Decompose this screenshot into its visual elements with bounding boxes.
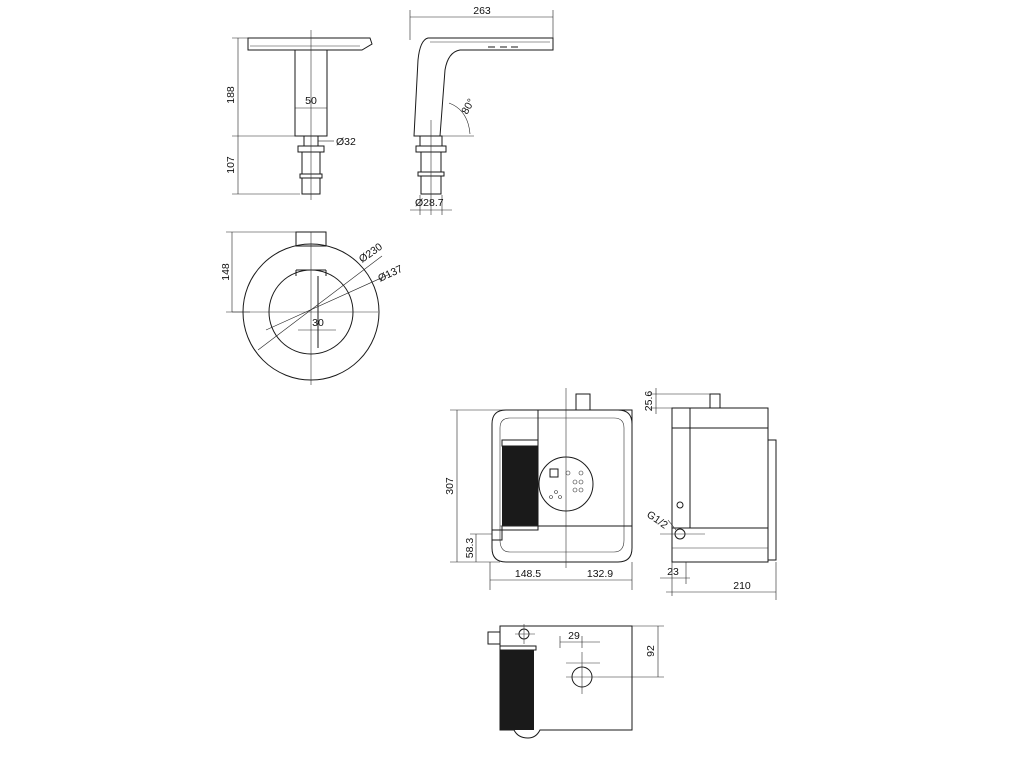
dim-angle: 80° — [459, 97, 477, 117]
dim-unit-right-width: 132.9 — [587, 568, 613, 580]
dim-plate-diameter-inner: Ø137 — [376, 263, 404, 285]
dim-thread: G1/2 — [644, 509, 670, 532]
unit-bottom-view: 29 92 — [487, 624, 664, 739]
dim-bottom-depth: 92 — [645, 645, 657, 657]
dim-unit-outlet-height: 58.3 — [464, 538, 476, 559]
dim-body-height: 188 — [225, 86, 237, 104]
dim-unit-height: 307 — [444, 477, 456, 495]
spout-front-view: 188 107 50 Ø32 — [225, 30, 373, 200]
dim-plate-offset: 30 — [312, 317, 324, 329]
dim-top-stub: 25.6 — [643, 391, 655, 412]
dim-spout-length: 263 — [473, 5, 491, 17]
dim-spout-width: 50 — [305, 95, 317, 107]
dim-plate-height: 148 — [220, 263, 232, 281]
dim-tail-diameter: Ø32 — [336, 136, 356, 148]
unit-front-view: 307 58.3 148.5 132.9 — [444, 388, 633, 590]
spout-side-view: 263 80° Ø28.7 — [409, 5, 554, 215]
cover-plate-top-view: 148 Ø230 Ø137 30 — [220, 231, 405, 385]
dim-connector-diameter: Ø28.7 — [415, 197, 444, 209]
dim-unit-left-width: 148.5 — [515, 568, 541, 580]
dim-unit-depth: 210 — [733, 580, 751, 592]
dim-plate-diameter-outer: Ø230 — [357, 241, 385, 266]
dim-bottom-offset: 29 — [568, 630, 580, 642]
dim-side-offset: 23 — [667, 566, 679, 578]
unit-side-view: 25.6 G1/2 23 210 — [643, 388, 777, 600]
dim-tail-height: 107 — [225, 156, 237, 174]
